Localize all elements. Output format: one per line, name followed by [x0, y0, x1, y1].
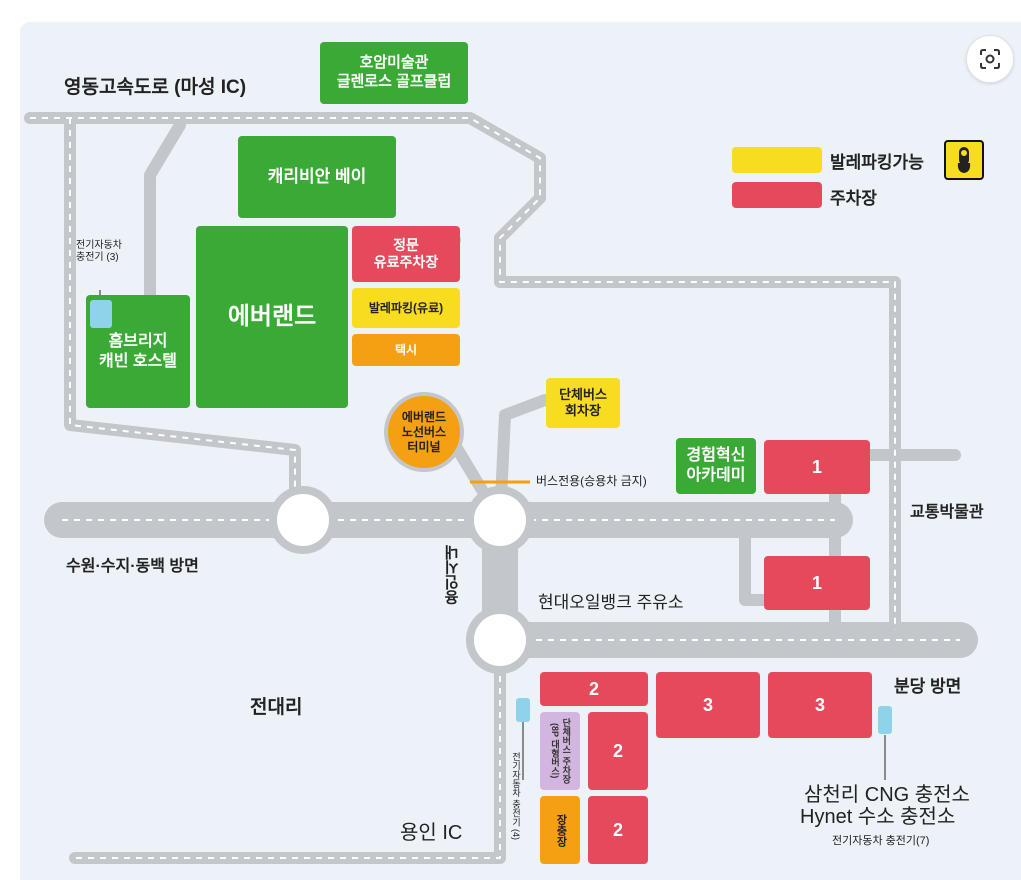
- scan-lens-icon: [980, 49, 1000, 69]
- jangchung-lot: 장충장: [540, 796, 580, 864]
- bus-terminal: 에버랜드 노선버스 터미널: [384, 392, 464, 472]
- yongin-city-label: 용인시내: [444, 545, 461, 605]
- ev-charger-bottom: [516, 698, 530, 722]
- ev-left-label: 전기자동차 충전기 (3): [76, 240, 122, 263]
- experience-academy: 경험혁신 아카데미: [676, 438, 756, 494]
- ev-charger-left: [90, 300, 112, 328]
- legend-valet-swatch: [732, 147, 822, 173]
- parking-lot-2a: 2: [540, 672, 648, 706]
- ev-bottom-label: 전기자동차 충전기 (4): [511, 752, 521, 841]
- scan-lens-button[interactable]: [966, 35, 1014, 83]
- ev-right-label: 전기자동차 충전기(7): [832, 835, 930, 847]
- cng-station-label: 삼천리 CNG 충전소: [804, 784, 970, 806]
- bus-only-label: 버스전용(승용차 금지): [536, 474, 647, 488]
- yongin-ic-label: 용인 IC: [400, 822, 463, 844]
- jeondae-label: 전대리: [250, 697, 303, 718]
- main-gate-parking: 정문 유료주차장: [352, 226, 460, 282]
- parking-lot-1b: 1: [764, 556, 870, 610]
- taxi-stand: 택시: [352, 334, 460, 366]
- parking-lot-2c: 2: [588, 796, 648, 864]
- expressway-label: 영동고속도로 (마성 IC): [64, 77, 247, 98]
- hynet-station-label: Hynet 수소 충전소: [800, 806, 956, 828]
- parking-lot-1a: 1: [764, 440, 870, 494]
- legend-parking-swatch: [732, 182, 822, 208]
- valet-paid: 발레파킹(유료): [352, 288, 460, 328]
- hoam-museum: 호암미술관 글렌로스 골프클럽: [320, 42, 468, 104]
- parking-lot-3b: 3: [768, 672, 872, 738]
- gas-station-label: 현대오일뱅크 주유소: [538, 593, 684, 612]
- transport-museum-label: 교통박물관: [910, 504, 984, 521]
- group-bus-parking: 단체버스 주차장 (8P 대형버스): [540, 712, 580, 790]
- parking-lot-2b: 2: [588, 712, 648, 790]
- legend-parking-label: 주차장: [830, 189, 877, 208]
- bundang-direction-label: 분당 방면: [894, 677, 962, 696]
- parking-lot-3a: 3: [656, 672, 760, 738]
- group-bus-turnaround: 단체버스 회차장: [546, 378, 620, 428]
- valet-hand-icon: [944, 140, 984, 180]
- ev-charger-right: [878, 706, 892, 734]
- caribbean-bay: 캐리비안 베이: [238, 136, 396, 218]
- everland: 에버랜드: [196, 226, 348, 408]
- legend-valet-label: 발레파킹가능: [830, 153, 924, 172]
- suwon-direction-label: 수원·수지·동백 방면: [66, 558, 199, 575]
